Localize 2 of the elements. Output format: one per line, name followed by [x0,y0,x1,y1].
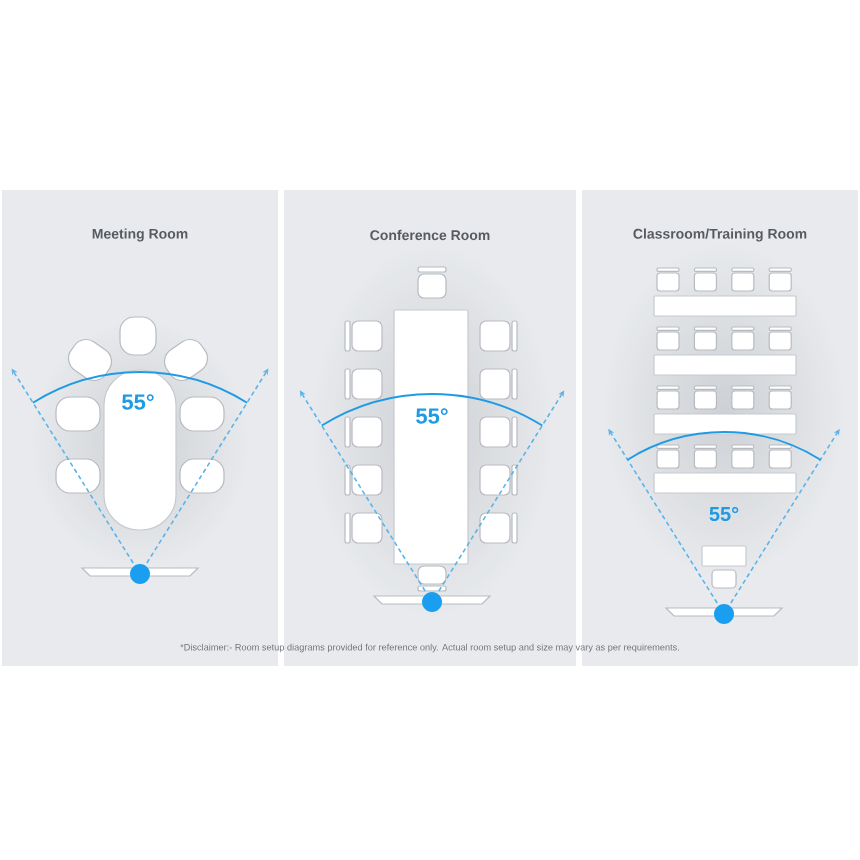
angle-label: 55° [122,394,154,410]
angle-label: 55° [709,506,739,522]
